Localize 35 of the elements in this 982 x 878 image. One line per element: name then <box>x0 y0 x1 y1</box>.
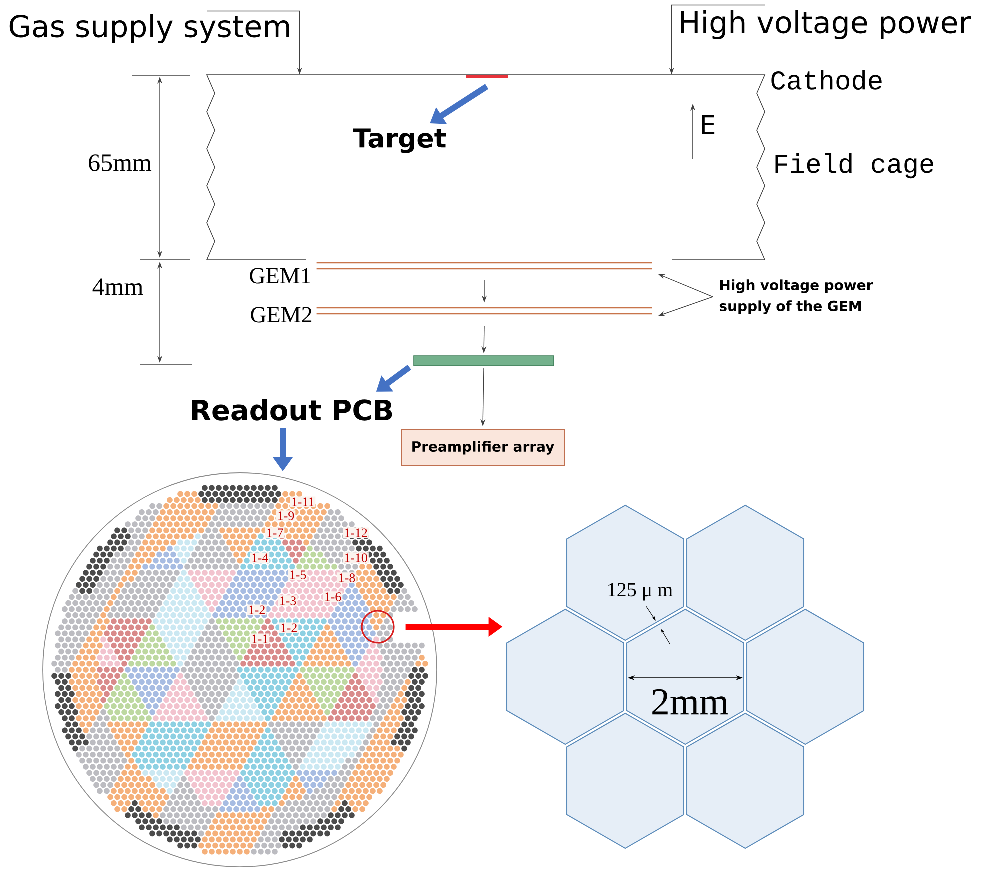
pad-label: 1-3 <box>278 596 298 606</box>
pad-label: 1-8 <box>337 572 357 584</box>
pad-label: 1-1 <box>250 634 270 644</box>
source-label: Gas supply system <box>10 14 290 44</box>
callout-label: Target <box>353 128 446 154</box>
pad-label: 1-2 <box>279 622 299 634</box>
callout-label: Readout PCB <box>192 399 392 421</box>
hexagon-cluster <box>506 504 864 850</box>
pad-label: 1-5 <box>288 570 308 580</box>
side-label: Field cage <box>776 153 934 179</box>
gem-foil <box>316 262 653 270</box>
drift-chamber <box>206 74 766 260</box>
dimension-label: 65mm <box>89 154 152 172</box>
component-box: Preamplifier array <box>401 430 565 466</box>
pad-label: 1-6 <box>323 592 343 602</box>
dimension-label: 125 μ m <box>608 583 673 601</box>
field-label: E <box>702 116 715 134</box>
side-label: GEM2 <box>251 307 312 323</box>
callout-label: High voltage power supply of the GEM <box>720 280 874 314</box>
side-label: Cathode <box>772 70 882 90</box>
readout-board <box>414 356 554 366</box>
pad-label: 1-10 <box>343 552 369 564</box>
pad-label: 1-2 <box>247 604 267 616</box>
side-label: GEM1 <box>250 268 310 284</box>
pad-label: 1-11 <box>290 496 316 508</box>
gem-foil <box>316 307 653 315</box>
dimension-label: 4mm <box>92 278 144 296</box>
pad-label: 1-9 <box>276 510 296 522</box>
pad-plane <box>42 472 438 868</box>
highlight-circle <box>361 610 395 644</box>
pad-label: 1-12 <box>343 528 369 538</box>
dimension-label: 2mm <box>652 689 728 715</box>
pad-label: 1-7 <box>265 528 285 538</box>
pad-label: 1-4 <box>250 552 270 564</box>
source-label: High voltage power <box>681 10 972 40</box>
